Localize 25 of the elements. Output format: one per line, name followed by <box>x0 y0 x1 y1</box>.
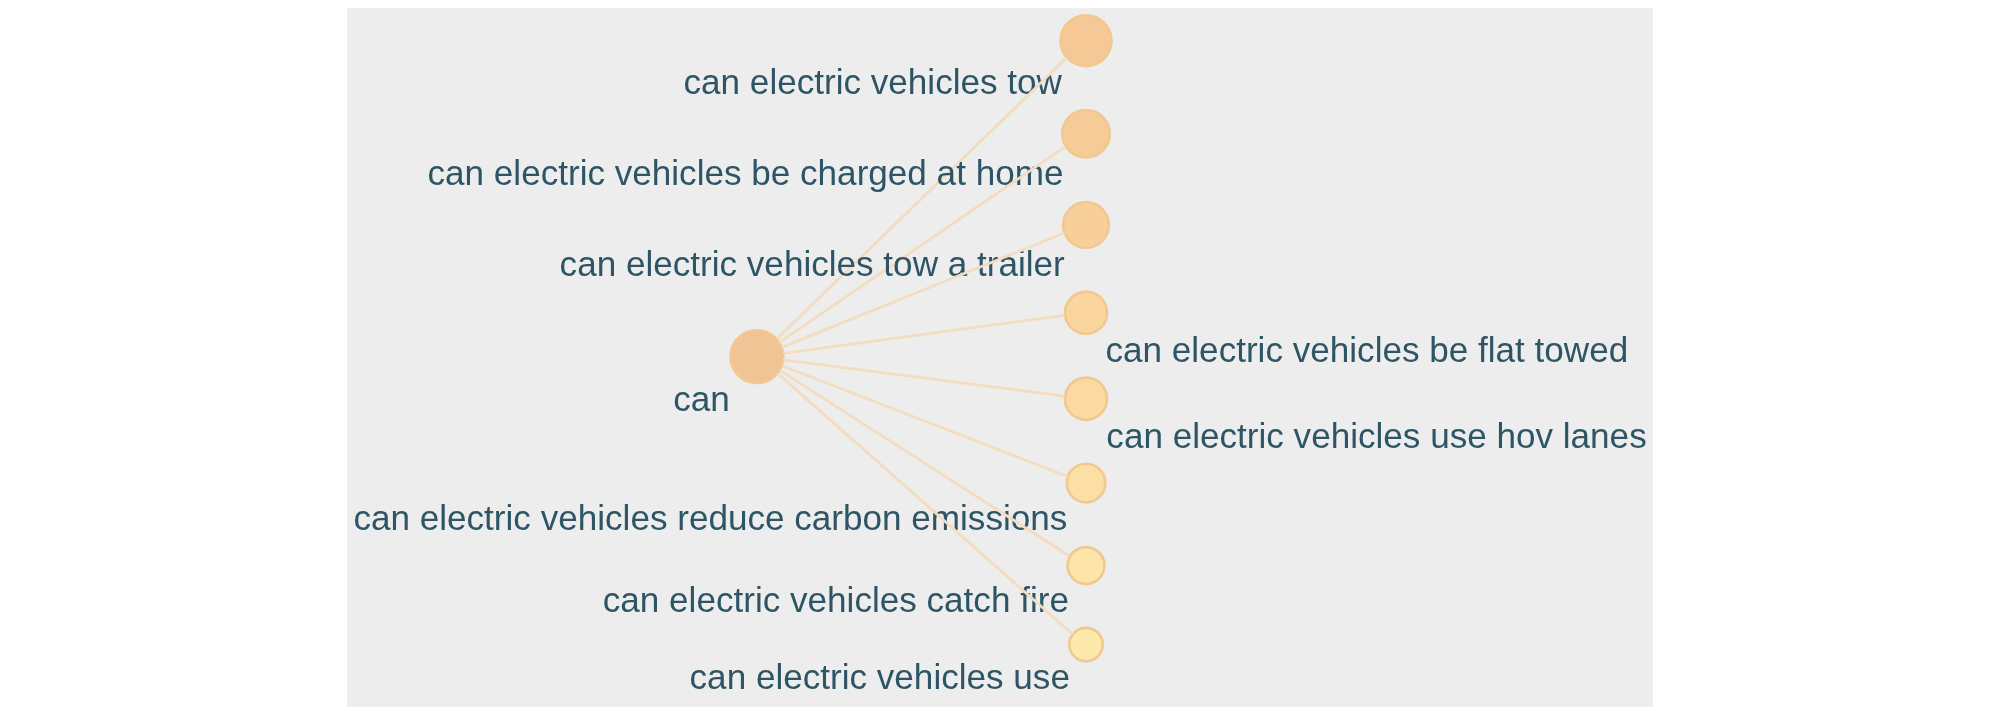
connector <box>782 314 1065 355</box>
node-label: can electric vehicles be charged at home <box>427 153 1064 193</box>
node-label: can electric vehicles be flat towed <box>1105 329 1629 369</box>
node-label: can electric vehicles reduce carbon emissions <box>353 498 1068 538</box>
node-circle <box>729 328 785 385</box>
node-label: can electric vehicles use <box>689 657 1070 697</box>
connector <box>782 358 1065 398</box>
connector <box>779 369 1071 558</box>
connector <box>776 56 1068 340</box>
node-circle <box>1061 108 1112 159</box>
node-circle <box>1068 626 1104 663</box>
node-label: can electric vehicles use hov lanes <box>1106 415 1647 455</box>
node-circle <box>1063 376 1109 422</box>
connector <box>781 231 1065 349</box>
connector <box>778 145 1067 344</box>
node-label: can <box>673 379 730 419</box>
node-label: can electric vehicles tow a trailer <box>559 243 1065 283</box>
node-circle <box>1059 13 1113 68</box>
node-circle <box>1063 290 1109 336</box>
node-circle <box>1061 200 1111 250</box>
node-circle <box>1065 462 1107 504</box>
node-circle <box>1066 545 1106 586</box>
connector <box>781 364 1069 478</box>
connector <box>776 372 1074 636</box>
node-label: can electric vehicles tow <box>683 62 1062 102</box>
